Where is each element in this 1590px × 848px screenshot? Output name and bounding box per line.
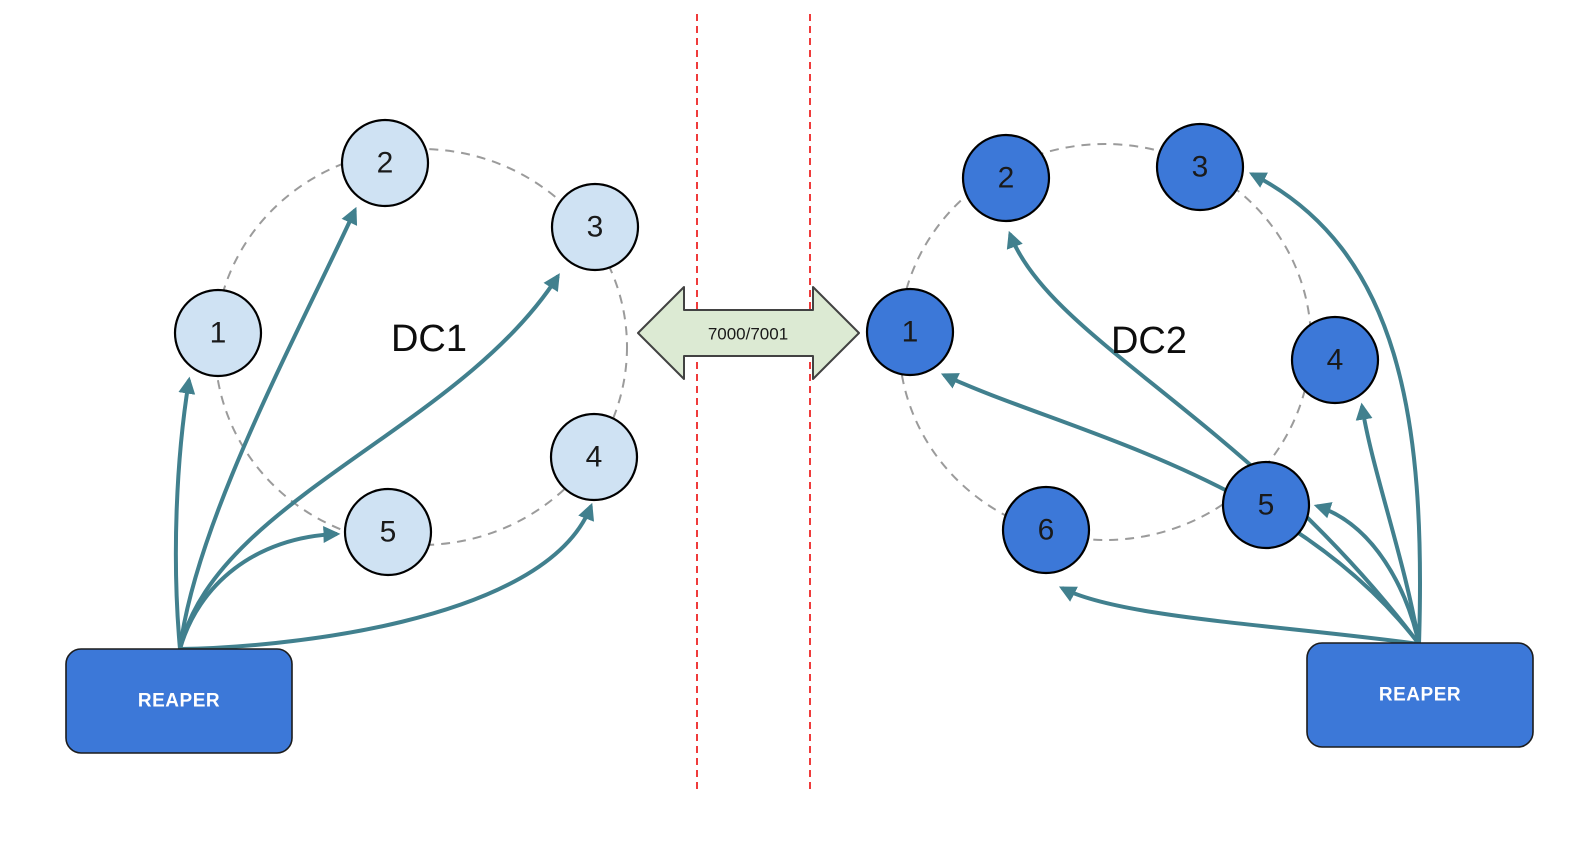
dc1-reaper-arrows [173,206,594,651]
dc2-reaper: REAPER [1306,642,1534,748]
dc1-node-5-label: 5 [380,516,397,549]
cross-dc-link: 7000/7001 [637,286,860,380]
dc1-node-3: 3 [550,182,640,272]
arrow-reaper2-to-dc2-node6 [1058,586,1420,646]
arrow-reaper1-to-dc1-node2 [178,206,358,650]
dc2-node-2: 2 [961,133,1051,223]
arrow-reaper1-to-dc1-node5 [178,526,341,650]
dc2-node-6-label: 6 [1038,514,1055,547]
dc1-node-1-label: 1 [210,317,227,350]
dc1-node-4: 4 [549,412,639,502]
dc2-title: DC2 [1111,320,1187,362]
dc1-title: DC1 [391,318,467,360]
arrow-reaper2-to-dc2-node2 [1006,230,1421,646]
arrow-reaper1-to-dc1-node3 [178,273,560,650]
dc2-node-2-label: 2 [998,162,1015,195]
dc2-node-1: 1 [865,287,955,377]
dc2-node-5-label: 5 [1258,489,1275,522]
cross-dc-port-label: 7000/7001 [708,325,788,344]
arrow-reaper2-to-dc2-node4 [1355,402,1421,645]
dc1-node-5: 5 [343,487,433,577]
dc1-node-3-label: 3 [587,211,604,244]
dc2-node-1-label: 1 [902,316,919,349]
arrow-reaper2-to-dc2-node5 [1313,502,1421,645]
dc2-node-4: 4 [1290,315,1380,405]
dc1-node-1: 1 [173,288,263,378]
dc2-nodes: 1 2 3 4 5 6 [865,122,1380,575]
dc2-node-5: 5 [1221,460,1311,550]
cross-dc-double-arrow [637,286,860,380]
dc1-node-2-label: 2 [377,147,394,180]
dc2-reaper-label: REAPER [1379,685,1461,706]
dc1-reaper-box [65,648,293,754]
dc2-node-3-label: 3 [1192,151,1209,184]
dc1-reaper: REAPER [65,648,293,754]
arrow-reaper2-to-dc2-node3 [1248,172,1423,645]
dc2-reaper-box [1306,642,1534,748]
arrow-reaper1-to-dc1-node1 [173,376,196,650]
dc2-node-4-label: 4 [1327,344,1344,377]
dc1-reaper-label: REAPER [138,691,220,712]
dc2-node-3: 3 [1155,122,1245,212]
dc2-reaper-arrows [940,172,1423,646]
arrow-reaper1-to-dc1-node4 [179,502,594,651]
dc1-node-2: 2 [340,118,430,208]
dc2-node-6: 6 [1001,485,1091,575]
dc1-nodes: 1 2 3 4 5 [173,118,640,577]
dc1-node-4-label: 4 [586,441,603,474]
arrow-reaper2-to-dc2-node1 [940,373,1421,646]
